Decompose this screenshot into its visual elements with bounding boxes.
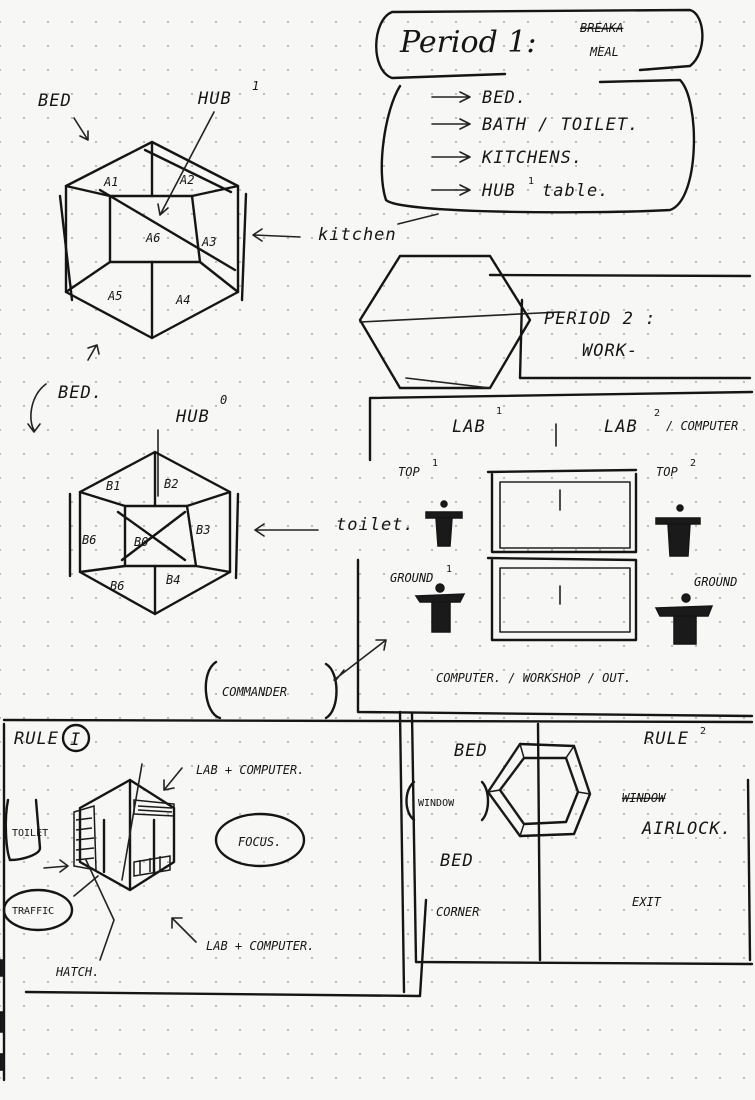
- labs-section: LAB 1 LAB 2 / COMPUTER TOP 1 TOP 2 GROUN…: [356, 390, 754, 718]
- top1-label: TOP: [398, 465, 420, 479]
- hub1-bed-label: BED: [38, 91, 72, 111]
- rule2-bed2: BED: [440, 851, 474, 871]
- lab1-label: LAB: [452, 417, 486, 437]
- period1-item-table: table.: [542, 181, 609, 201]
- rule1-lab-bottom: LAB + COMPUTER.: [206, 939, 314, 953]
- hub1-room-a5: A5: [107, 289, 122, 303]
- hub0-room-b2: B2: [164, 477, 178, 491]
- hub0-room-b6-bottom: B6: [110, 579, 124, 593]
- rule2-window-struck: WINDOW: [622, 791, 667, 805]
- hub1-room-a6: A6: [145, 231, 160, 245]
- hub0-room-b3: B3: [196, 523, 210, 537]
- period1-title: Period 1:: [399, 25, 537, 60]
- hub0-superscript: 0: [220, 393, 227, 407]
- lab1-superscript: 1: [496, 406, 502, 417]
- hub1-room-a4: A4: [175, 293, 190, 307]
- period1-struck-word: BREAKA: [580, 21, 623, 35]
- ground1-label: GROUND: [390, 571, 433, 585]
- binder-marks: [0, 959, 5, 1071]
- commander-label: COMMANDER: [222, 685, 287, 699]
- top2-label: TOP: [656, 465, 678, 479]
- rule2-corner: CORNER: [436, 905, 479, 919]
- period2-block: PERIOD 2 : WORK-: [358, 254, 752, 390]
- period1-subtitle: MEAL: [589, 45, 619, 59]
- ground2-label: GROUND: [694, 575, 737, 589]
- rule2-exit: EXIT: [632, 895, 662, 909]
- rule1-numeral: I: [70, 730, 81, 750]
- hub0-bed-label: BED.: [58, 383, 103, 403]
- period1-box: Period 1: BREAKA MEAL BED. BATH / TOILET…: [375, 8, 704, 214]
- period1-item-bed: BED.: [482, 88, 527, 108]
- period2-line2: WORK-: [582, 341, 638, 361]
- rule1-focus: FOCUS.: [238, 835, 281, 849]
- period2-line1: PERIOD 2 :: [544, 309, 656, 329]
- hub1-room-a2: A2: [179, 173, 194, 187]
- rule1-traffic: TRAFFIC: [12, 906, 54, 917]
- hub1-hexagon: BED HUB 1 A1 A2 A3 A4 A5 A6 kitchen: [38, 79, 439, 340]
- rule1-hatch: HATCH.: [55, 965, 99, 979]
- hub0-label: HUB: [175, 407, 210, 427]
- hub1-callout: kitchen: [318, 225, 397, 245]
- rule2-superscript: 2: [700, 726, 706, 737]
- rule1-title: RULE: [14, 729, 59, 749]
- hub1-superscript: 1: [252, 79, 259, 93]
- period1-item-kitchens: KITCHENS.: [481, 148, 583, 168]
- hub0-room-b0: B0: [134, 535, 148, 549]
- top2-superscript: 2: [690, 458, 696, 469]
- hub0-room-b1: B1: [106, 479, 120, 493]
- labs-footer: COMPUTER. / WORKSHOP / OUT.: [436, 671, 631, 685]
- rule2-window: WINDOW: [418, 798, 455, 809]
- rule2-bed: BED: [454, 741, 488, 761]
- period1-hub-superscript: 1: [528, 176, 534, 187]
- commander-note: COMMANDER: [204, 639, 387, 720]
- rule1-section: RULE I LAB + COMPUTER. LAB + COMPUTER. F…: [2, 710, 754, 1082]
- rule2-airlock: AIRLOCK.: [641, 819, 732, 839]
- rule1-lab-top: LAB + COMPUTER.: [196, 763, 304, 777]
- rule2-title: RULE: [644, 729, 689, 749]
- ground1-superscript: 1: [446, 564, 452, 575]
- hub0-callout: toilet.: [336, 515, 415, 535]
- hub0-room-b4: B4: [166, 573, 180, 587]
- rule1-toilet: TOILET: [12, 828, 48, 839]
- period1-item-bath: BATH / TOILET.: [482, 115, 639, 135]
- period1-item-hub: HUB: [481, 181, 516, 201]
- lab2-suffix: / COMPUTER: [666, 419, 738, 433]
- hub1-label: HUB: [197, 89, 232, 109]
- rule2-section: BED RULE 2 WINDOW WINDOW AIRLOCK. BED CO…: [405, 712, 754, 966]
- hub0-hexagon: BED. HUB 0 B1 B2 B3 B4 B6 B6 B0 toilet.: [27, 344, 415, 616]
- hub1-room-a1: A1: [103, 175, 118, 189]
- lab2-label: LAB: [604, 417, 638, 437]
- hub1-room-a3: A3: [201, 235, 216, 249]
- top1-superscript: 1: [432, 458, 438, 469]
- lab2-superscript: 2: [654, 408, 660, 419]
- hub0-room-b6-left: B6: [82, 533, 96, 547]
